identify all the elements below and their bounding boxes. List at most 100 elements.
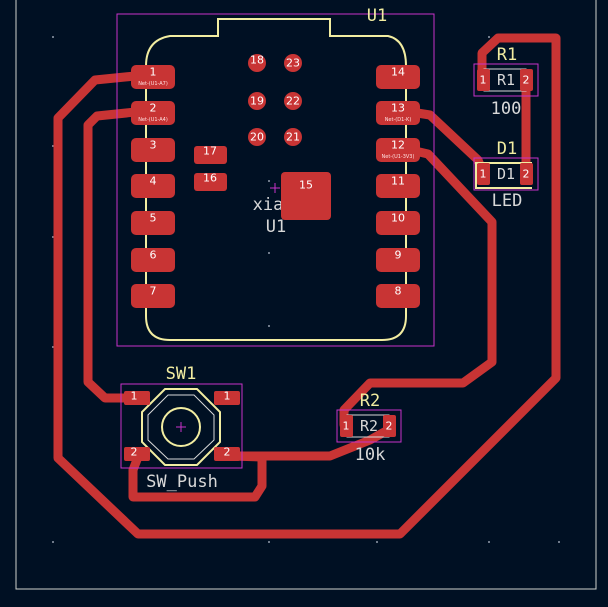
u1-left-pad-6: 6: [131, 248, 175, 272]
u1-right-pad-12: 12 Net-(U1-3V3): [376, 138, 420, 162]
r1-resistor: R1 1 2 R1 100: [473, 45, 539, 119]
d1-fab-reference: D1: [497, 165, 515, 183]
u1-courtyard: [116, 13, 435, 347]
u1-left-pad-3: 3: [131, 138, 175, 162]
svg-text:13: 13: [391, 102, 405, 115]
svg-text:15: 15: [299, 179, 313, 192]
svg-text:6: 6: [150, 249, 157, 262]
r1-fab-reference: R1: [497, 71, 515, 89]
sw1-pad-1a: [124, 391, 150, 405]
d1-value: LED: [492, 191, 523, 211]
svg-text:7: 7: [150, 285, 157, 298]
u1-module: U1 xia U1 1 Net-(U1-A7) 2 Net-(U1-A4) 3 …: [116, 6, 435, 347]
u1-right-pad-13: 13 Net-(D1-K): [376, 101, 420, 125]
u1-left-pad-1: 1 Net-(U1-A7): [131, 65, 175, 89]
r2-value: 10k: [355, 445, 386, 465]
track-sw-r2: [225, 425, 393, 461]
track-u1-pin12: [339, 142, 497, 430]
svg-text:18: 18: [250, 54, 264, 67]
sw1-anchor-crosshair: [176, 422, 186, 432]
u1-round-pad-19: 19: [248, 92, 266, 110]
u1-fab-reference: U1: [266, 217, 286, 237]
svg-text:12: 12: [391, 139, 405, 152]
d1-pad-2: [520, 163, 533, 185]
u1-round-pad-18: 18: [248, 54, 266, 72]
svg-text:1: 1: [343, 420, 350, 433]
sw1-value: SW_Push: [146, 472, 218, 492]
svg-text:3: 3: [150, 139, 157, 152]
sw1-actuator: [161, 407, 201, 447]
u1-reference: U1: [367, 6, 387, 26]
d1-courtyard: [473, 157, 539, 191]
svg-text:1: 1: [224, 390, 231, 403]
svg-text:Net-(U1-A4): Net-(U1-A4): [138, 117, 168, 123]
svg-text:20: 20: [250, 131, 264, 144]
svg-text:5: 5: [150, 212, 157, 225]
u1-right-pad-11: 11: [376, 174, 420, 198]
r1-value: 100: [491, 99, 522, 119]
r1-reference: R1: [497, 45, 517, 65]
u1-left-pad-5: 5: [131, 211, 175, 235]
u1-round-pad-23: 23: [284, 54, 302, 72]
u1-small-pad-17: 17: [194, 145, 227, 164]
r1-courtyard: [473, 63, 539, 97]
track-sw-pin2: [128, 451, 267, 502]
u1-center-pad-15: 15: [281, 172, 331, 220]
u1-round-pad-21: 21: [284, 128, 302, 146]
svg-text:16: 16: [203, 172, 217, 185]
u1-value: xia: [253, 195, 284, 215]
svg-text:2: 2: [224, 446, 231, 459]
svg-text:1: 1: [480, 168, 487, 181]
svg-text:22: 22: [286, 95, 300, 108]
svg-text:8: 8: [395, 285, 402, 298]
svg-text:17: 17: [203, 145, 217, 158]
u1-round-pad-22: 22: [284, 92, 302, 110]
copper-tracks: [53, 33, 561, 539]
d1-reference: D1: [497, 139, 517, 159]
svg-text:21: 21: [286, 131, 300, 144]
u1-round-pad-20: 20: [248, 128, 266, 146]
r2-resistor: R2 1 2 R2 10k: [336, 391, 402, 465]
svg-text:Net-(U1-3V3): Net-(U1-3V3): [382, 154, 415, 160]
r2-reference: R2: [360, 391, 380, 411]
svg-text:23: 23: [286, 57, 300, 70]
d1-silkscreen: [475, 162, 532, 189]
svg-text:9: 9: [395, 249, 402, 262]
svg-text:1: 1: [131, 390, 138, 403]
svg-text:2: 2: [386, 420, 393, 433]
u1-small-pad-16: 16: [194, 172, 227, 191]
track-u1-pin2: [83, 105, 160, 403]
sw1-pad-2b: [214, 447, 240, 461]
svg-text:2: 2: [523, 168, 530, 181]
svg-text:2: 2: [150, 102, 157, 115]
board-edge: [15, 0, 597, 590]
r2-pad-1: [340, 415, 353, 437]
sw1-courtyard: [120, 383, 243, 469]
sw1-pad-2a: [124, 447, 150, 461]
sw1-pad-1b: [214, 391, 240, 405]
u1-anchor-crosshair: [270, 183, 280, 193]
svg-text:10: 10: [391, 212, 405, 225]
r2-courtyard: [336, 409, 402, 443]
svg-text:11: 11: [391, 175, 405, 188]
svg-text:Net-(U1-A7): Net-(U1-A7): [138, 81, 168, 87]
sw1-push-button: SW1 1 1 2 2 SW_Push: [120, 364, 243, 492]
svg-text:2: 2: [523, 74, 530, 87]
sw1-octagon-inner: [147, 394, 215, 460]
svg-text:4: 4: [150, 175, 157, 188]
svg-text:2: 2: [131, 446, 138, 459]
svg-text:1: 1: [480, 74, 487, 87]
svg-text:1: 1: [150, 66, 157, 79]
u1-right-pad-8: 8: [376, 284, 420, 308]
u1-right-pad-14: 14: [376, 65, 420, 89]
u1-left-pad-7: 7: [131, 284, 175, 308]
r2-pad-2: [383, 415, 396, 437]
svg-text:19: 19: [250, 95, 264, 108]
svg-text:Net-(D1-K): Net-(D1-K): [385, 117, 412, 123]
u1-right-pad-9: 9: [376, 248, 420, 272]
svg-text:14: 14: [391, 66, 405, 79]
sw1-octagon-outer: [141, 388, 221, 466]
track-u1-pin1: [53, 33, 561, 539]
r2-fab-reference: R2: [360, 417, 378, 435]
